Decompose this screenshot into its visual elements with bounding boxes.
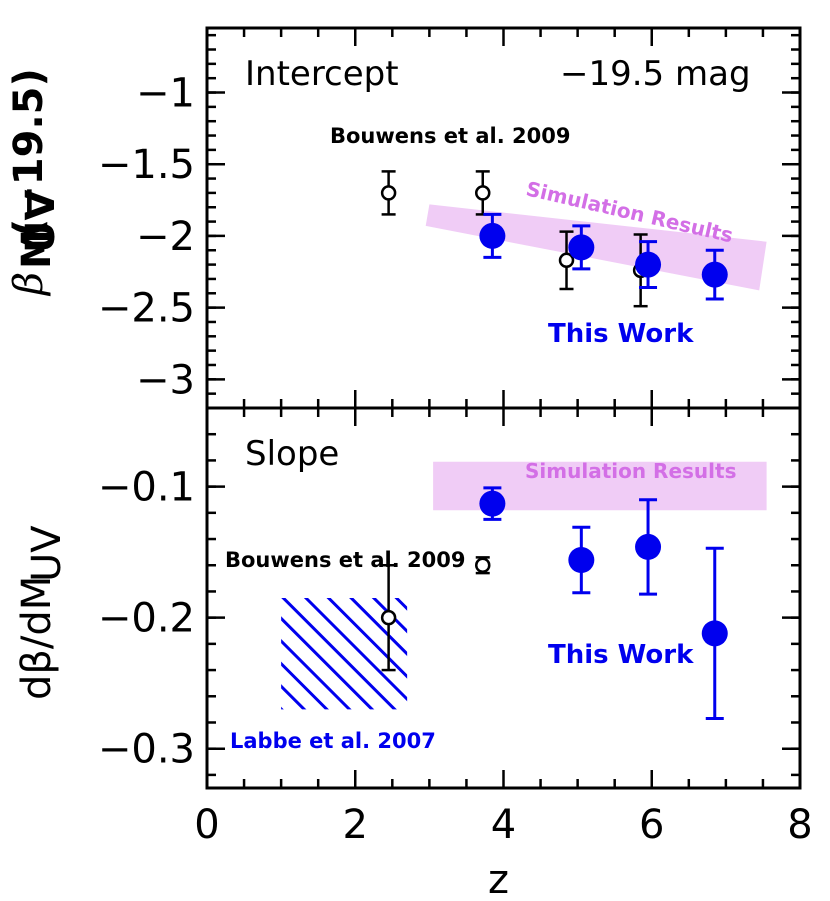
y-label-m: M	[14, 229, 60, 269]
slope-y-tick-label: −0.3	[98, 727, 195, 773]
y-label-uv: UV	[18, 190, 64, 253]
y-label-beta: β	[6, 272, 52, 297]
bouwens-point	[558, 252, 575, 269]
this-work-point	[701, 261, 728, 288]
this-work-point	[479, 490, 506, 517]
simulation-label-bottom: Simulation Results	[525, 459, 736, 483]
this-work-point	[635, 251, 662, 278]
bouwens-point	[380, 185, 397, 201]
slope-simulation-band	[433, 461, 767, 511]
intercept-panel: −3 −2.5 −2 −1.5 −1	[98, 26, 802, 410]
x-axis-label: z	[488, 857, 509, 901]
this-work-point	[568, 547, 595, 573]
bouwens-point	[380, 609, 397, 626]
y-label-uv-sub: UV	[24, 525, 70, 582]
bouwens-point	[474, 557, 491, 573]
labbe-label: Labbe et al. 2007	[230, 729, 436, 753]
intercept-y-tick-label: −3	[136, 357, 195, 403]
intercept-y-axis-label: β M UV (−19.5)	[6, 68, 64, 297]
slope-x-tick-label: 6	[639, 802, 664, 848]
y-label-dbeta: dβ/dM	[14, 576, 60, 700]
slope-y-axis-label: dβ/dM UV	[14, 525, 70, 700]
y-label-suffix: (−19.5)	[6, 68, 52, 237]
this-work-point	[701, 620, 728, 647]
slope-panel: −0.3 −0.2 −0.1 0 2 4 6 8	[98, 406, 813, 848]
intercept-panel-label: Intercept	[245, 54, 399, 94]
this-work-point	[635, 533, 662, 560]
slope-x-tick-label: 2	[343, 802, 368, 848]
magnitude-label: −19.5 mag	[560, 54, 751, 94]
intercept-y-tick-label: −1	[136, 71, 195, 117]
slope-x-tick-label: 0	[194, 802, 219, 848]
this-work-point	[568, 234, 595, 261]
intercept-y-tick-label: −2	[136, 214, 195, 260]
slope-panel-label: Slope	[245, 434, 339, 474]
this-work-label-bottom: This Work	[548, 640, 694, 670]
intercept-simulation-band	[425, 204, 767, 291]
bouwens-point	[474, 185, 491, 201]
slope-y-tick-label: −0.2	[98, 596, 195, 642]
bouwens-label-top: Bouwens et al. 2009	[330, 124, 571, 148]
slope-x-tick-label: 4	[491, 802, 516, 848]
this-work-point	[479, 222, 506, 249]
intercept-y-tick-label: −1.5	[98, 142, 195, 188]
slope-x-tick-label: 8	[787, 802, 812, 848]
slope-y-tick-label: −0.1	[98, 465, 195, 511]
this-work-label-top: This Work	[548, 319, 694, 349]
bouwens-label-bottom: Bouwens et al. 2009	[225, 548, 466, 572]
intercept-y-tick-label: −2.5	[98, 286, 195, 332]
